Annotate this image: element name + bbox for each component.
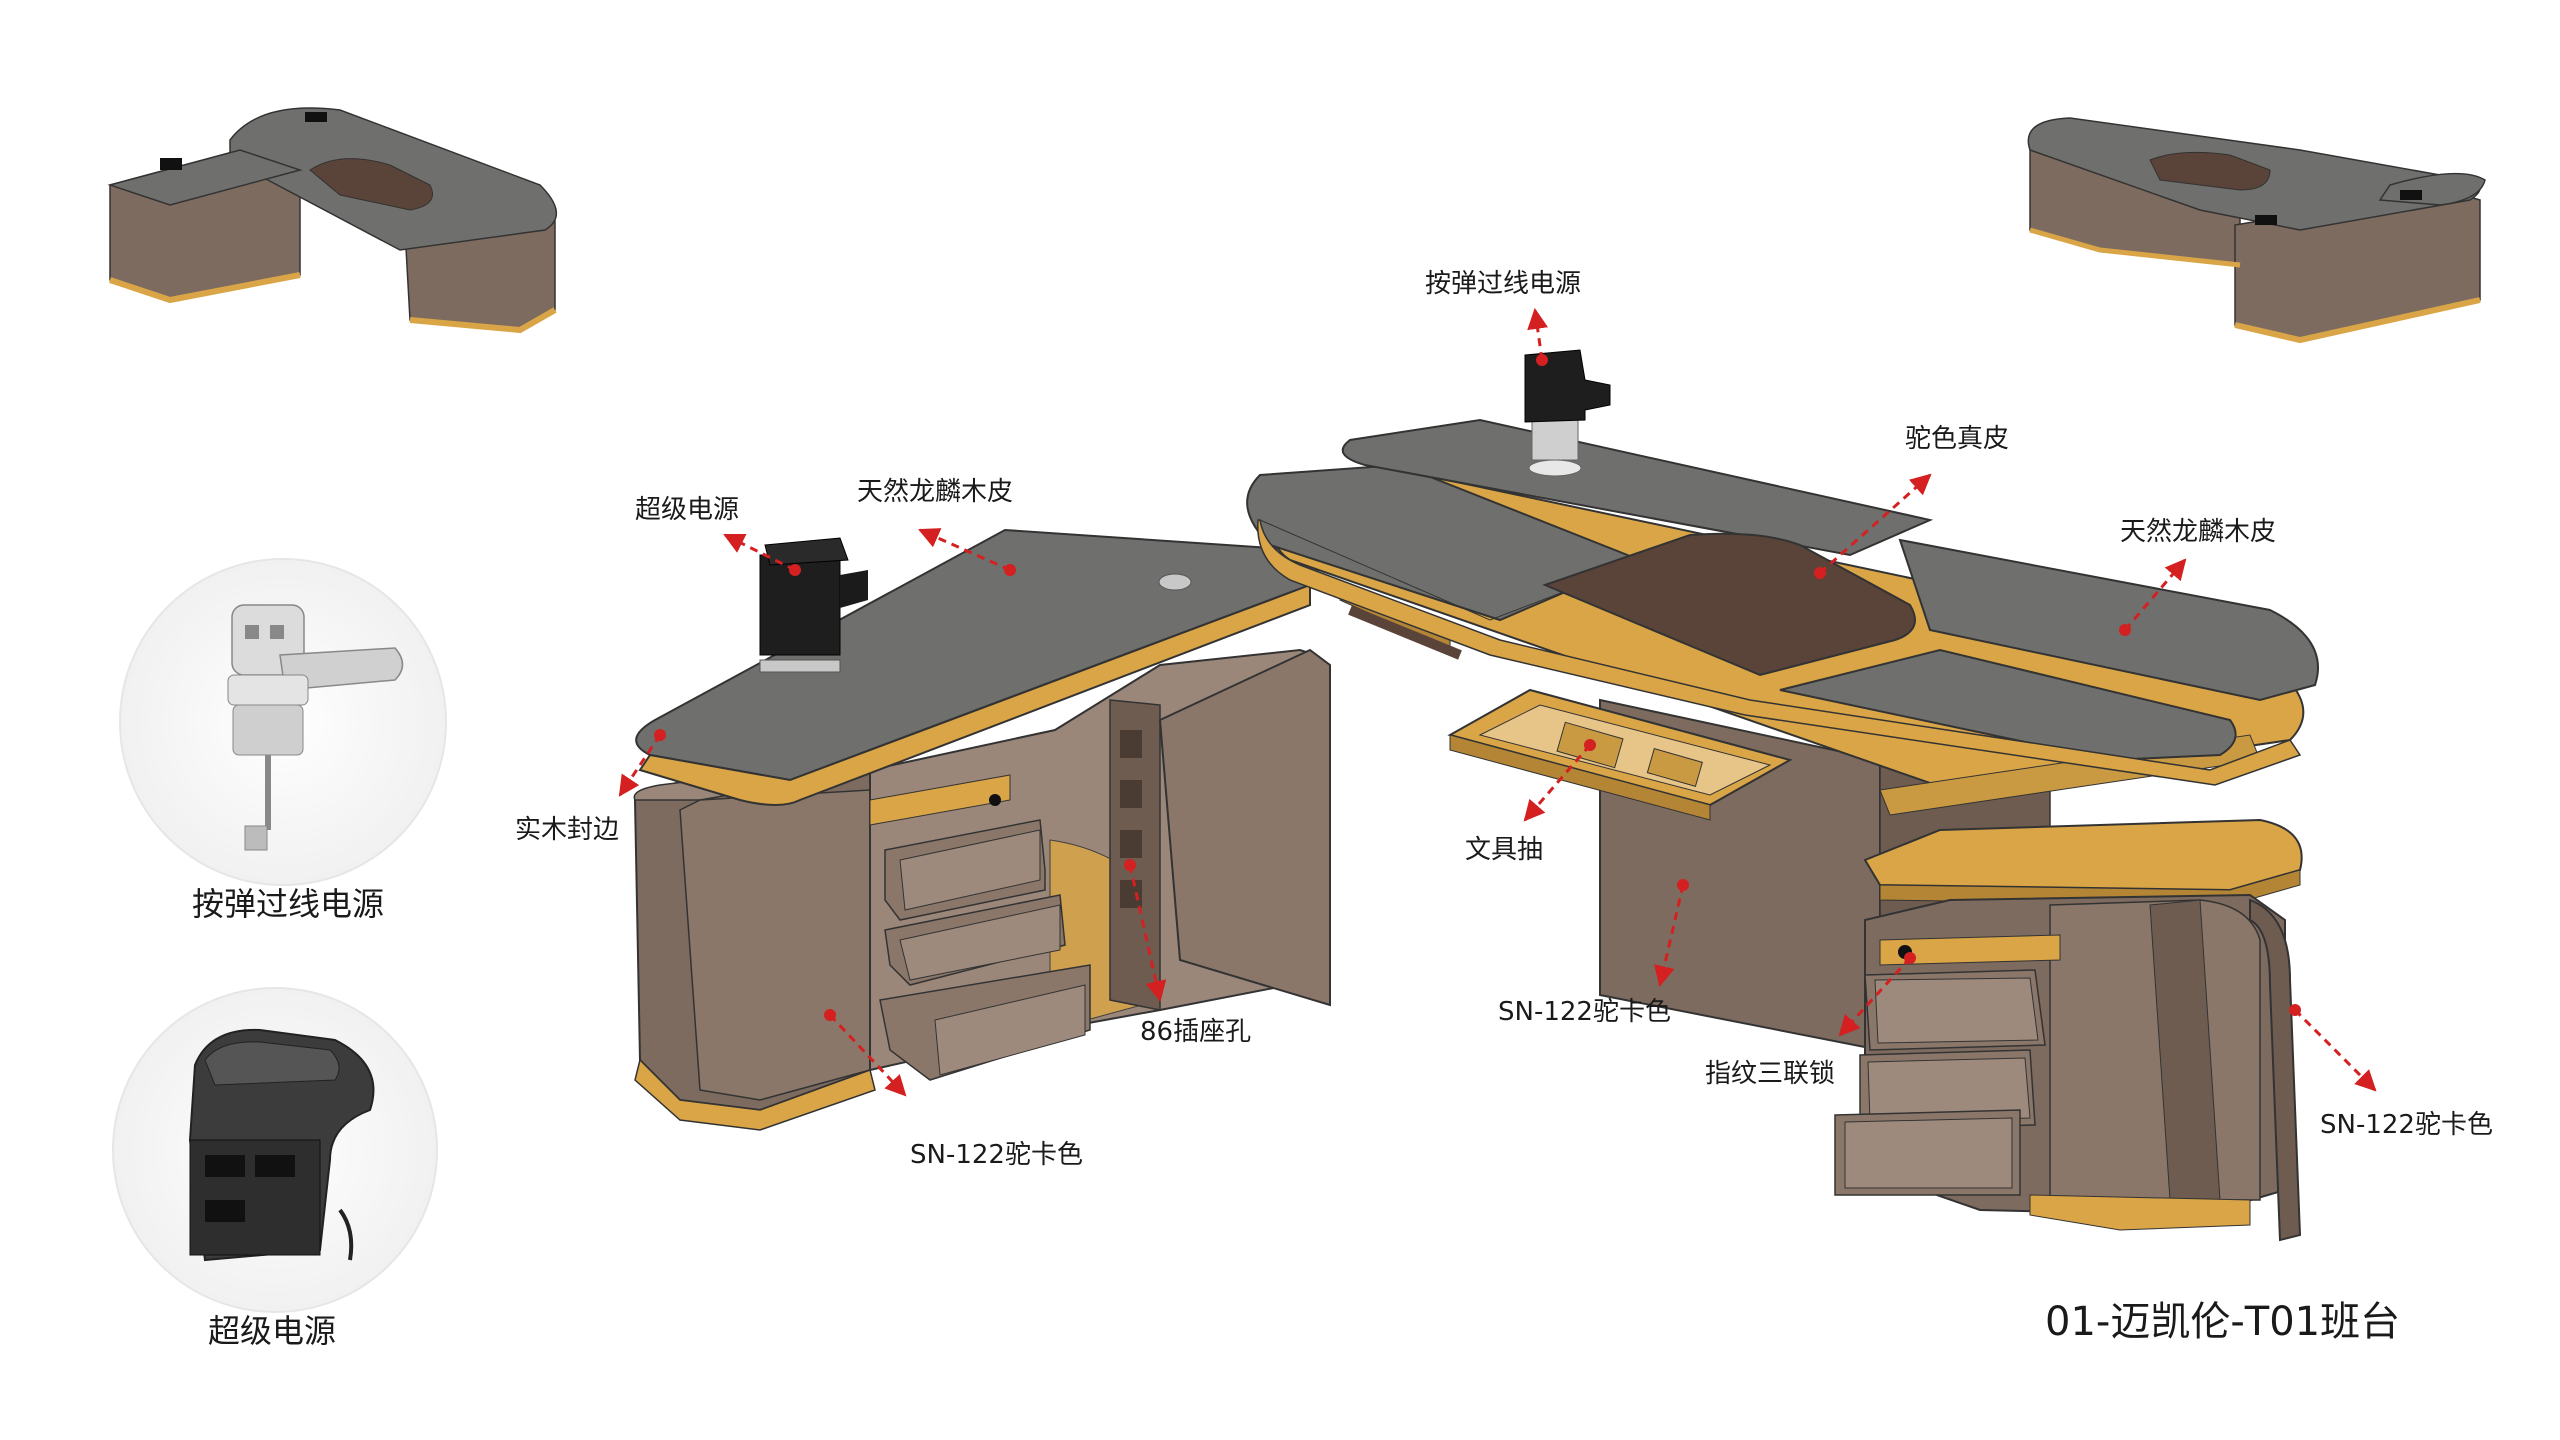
arrow-solid-wood xyxy=(618,734,662,797)
label-super-power: 超级电源 xyxy=(635,495,739,525)
label-veneer-right: 天然龙麟木皮 xyxy=(2120,517,2276,547)
left-cabinet xyxy=(633,648,1331,1131)
inset-popup-power xyxy=(119,558,447,886)
arrow-stationery xyxy=(1523,744,1592,822)
arrow-fingerprint xyxy=(1838,956,1912,1037)
arrow-socket xyxy=(1128,864,1167,1003)
thumbnail-top-right xyxy=(2027,117,2486,344)
inset-super-power xyxy=(112,987,438,1313)
thumbnail-top-left xyxy=(107,107,557,334)
arrow-veneer-left xyxy=(918,528,1011,572)
page-title: 01-迈凯伦-T01班台 xyxy=(2045,1299,2400,1345)
stationery-drawer xyxy=(1447,688,1793,821)
arrow-popup-power xyxy=(1527,307,1549,361)
callout-dots xyxy=(654,354,2301,1021)
label-leather: 驼色真皮 xyxy=(1905,424,2009,454)
label-veneer-left: 天然龙麟木皮 xyxy=(857,477,1013,507)
inset-popup-power-label: 按弹过线电源 xyxy=(192,885,384,923)
left-top xyxy=(635,528,1319,806)
label-socket: 86插座孔 xyxy=(1140,1017,1251,1047)
arrow-color-left xyxy=(828,1013,907,1097)
label-stationery: 文具抽 xyxy=(1465,835,1543,865)
arrow-leather xyxy=(1819,473,1932,575)
arrow-color-mid xyxy=(1654,884,1685,988)
label-fingerprint: 指纹三联锁 xyxy=(1705,1059,1835,1089)
label-color-mid: SN-122驼卡色 xyxy=(1498,997,1671,1027)
arrow-color-right xyxy=(2293,1008,2377,1092)
label-popup-power: 按弹过线电源 xyxy=(1425,269,1581,299)
main-desk-top xyxy=(1246,349,2319,786)
right-pedestal xyxy=(1834,818,2303,1242)
label-color-left: SN-122驼卡色 xyxy=(910,1140,1083,1170)
arrow-veneer-right xyxy=(2123,558,2187,631)
callout-arrows xyxy=(618,307,2377,1097)
inset-super-power-label: 超级电源 xyxy=(208,1312,336,1350)
label-color-right: SN-122驼卡色 xyxy=(2320,1110,2493,1140)
label-solid-wood: 实木封边 xyxy=(515,815,619,845)
